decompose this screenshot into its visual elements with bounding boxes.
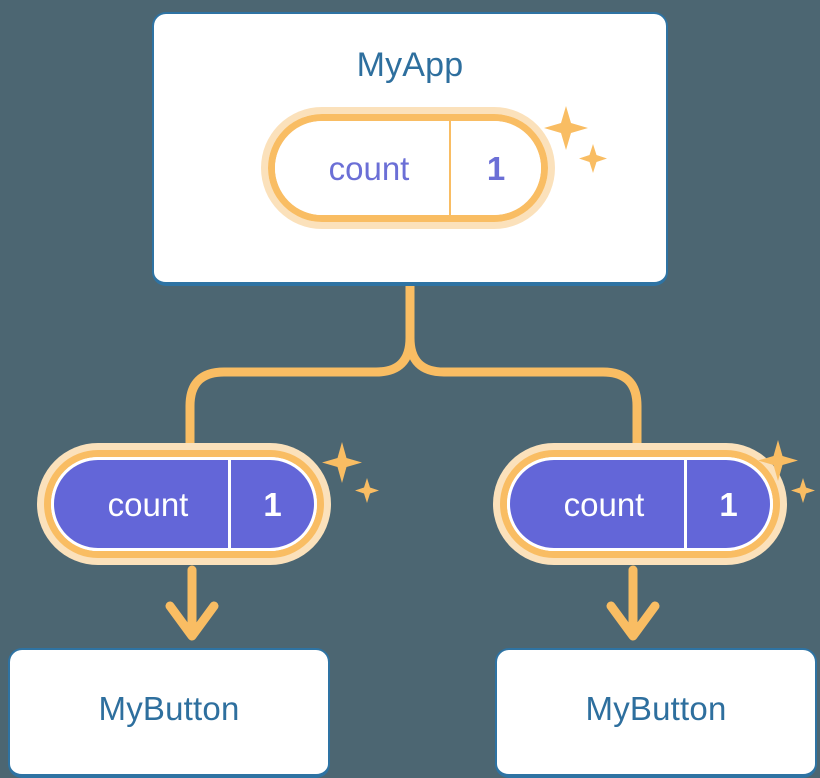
page-title: MyApp (356, 46, 464, 84)
tree-branch-connector-left (185, 333, 415, 457)
signal-name: count (563, 485, 645, 523)
signal-value: 1 (449, 121, 541, 215)
signal-name: count (107, 485, 189, 523)
arrow-down-icon-right (606, 565, 660, 641)
mybutton-card-left[interactable]: MyButton (8, 648, 330, 778)
sparkle-icon (322, 442, 379, 503)
mybutton-label: MyButton (98, 689, 240, 727)
mybutton-card-right[interactable]: MyButton (495, 648, 817, 778)
signal-value: 1 (684, 460, 770, 548)
signal-pill-myapp[interactable]: count 1 (268, 114, 548, 222)
mybutton-label: MyButton (585, 689, 727, 727)
tree-branch-connector (405, 281, 642, 457)
signal-value: 1 (228, 460, 314, 548)
arrow-down-icon (165, 565, 219, 641)
signal-name: count (328, 149, 410, 187)
signal-pill-left[interactable]: count 1 (44, 450, 324, 558)
signal-pill-right[interactable]: count 1 (500, 450, 780, 558)
